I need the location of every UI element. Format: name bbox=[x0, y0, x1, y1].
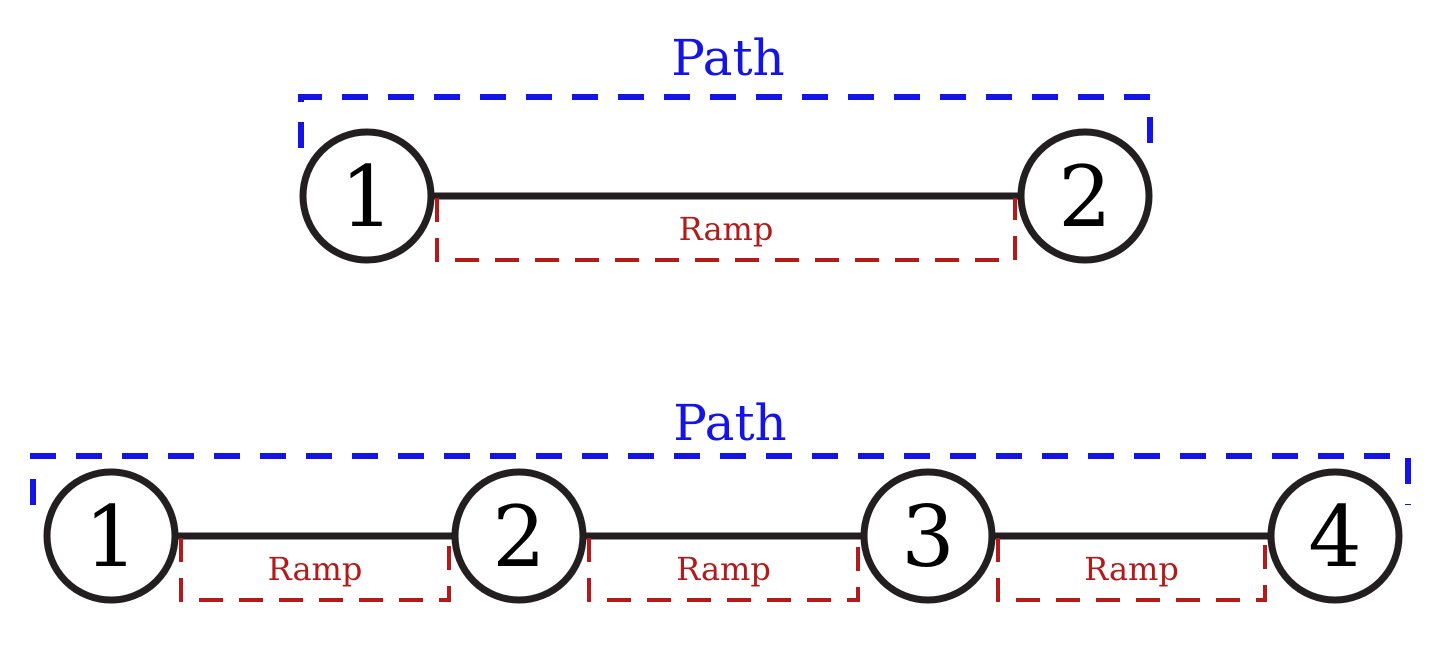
ramp-label: Ramp bbox=[676, 550, 771, 588]
node-4: 4 bbox=[1267, 468, 1403, 604]
ramp-label: Ramp bbox=[268, 550, 363, 588]
node-1: 1 bbox=[299, 128, 435, 264]
node-2: 2 bbox=[1017, 128, 1153, 264]
node-1: 1 bbox=[43, 468, 179, 604]
path-bracket bbox=[30, 453, 1411, 505]
node-number: 1 bbox=[84, 488, 137, 586]
path-label: Path bbox=[671, 29, 785, 87]
ramp-label: Ramp bbox=[1084, 550, 1179, 588]
path-label: Path bbox=[673, 394, 787, 452]
path-bracket bbox=[298, 94, 1153, 148]
ramp-bracket bbox=[587, 538, 860, 602]
node-number: 2 bbox=[1058, 148, 1111, 246]
node-3: 3 bbox=[860, 468, 996, 604]
node-circle bbox=[860, 468, 996, 604]
node-circle bbox=[1017, 128, 1153, 264]
node-number: 4 bbox=[1308, 488, 1361, 586]
node-number: 2 bbox=[492, 488, 545, 586]
node-circle bbox=[451, 468, 587, 604]
node-number: 3 bbox=[901, 488, 954, 586]
node-circle bbox=[1267, 468, 1403, 604]
ramp-bracket bbox=[179, 538, 451, 602]
node-2: 2 bbox=[451, 468, 587, 604]
ramp-label: Ramp bbox=[679, 210, 774, 248]
node-circle bbox=[299, 128, 435, 264]
ramp-bracket bbox=[996, 538, 1267, 602]
node-circle bbox=[43, 468, 179, 604]
node-number: 1 bbox=[340, 148, 393, 246]
